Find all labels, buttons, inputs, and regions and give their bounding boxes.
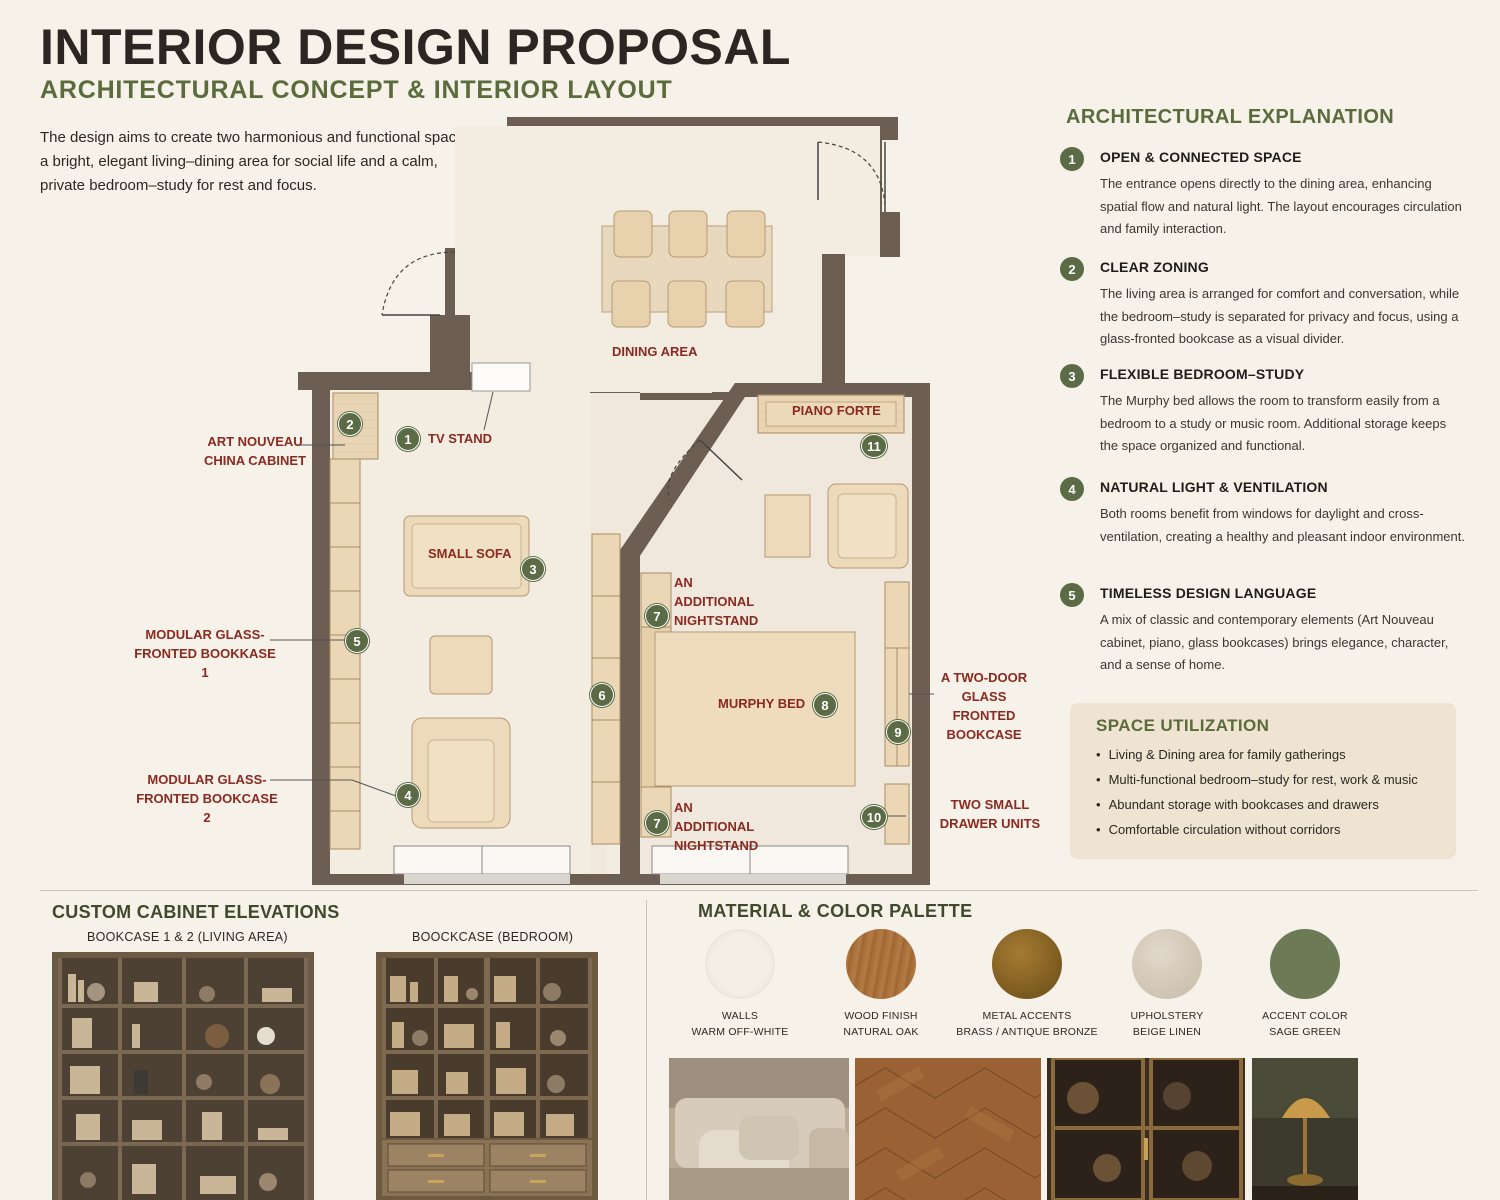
point-number: 5 xyxy=(1060,583,1084,607)
explanation-point-1: 1 OPEN & CONNECTED SPACE The entrance op… xyxy=(1060,147,1470,241)
label-small-sofa: SMALL SOFA xyxy=(428,546,512,561)
sofa-photo xyxy=(669,1058,849,1200)
label-murphy-bed: MURPHY BED xyxy=(718,696,806,711)
badge-8: 8 xyxy=(813,693,837,717)
swatch-name: WALLS xyxy=(721,1010,759,1022)
section-divider xyxy=(40,890,1478,891)
bedroom-bookcase-elevation xyxy=(376,952,598,1200)
point-heading: NATURAL LIGHT & VENTILATION xyxy=(1100,479,1328,495)
explanation-point-4: 4 NATURAL LIGHT & VENTILATION Both rooms… xyxy=(1060,477,1470,548)
point-text: The living area is arranged for comfort … xyxy=(1100,286,1460,346)
herringbone-floor-photo xyxy=(855,1058,1041,1200)
bedroom-bookcase-caption: BOOCKCASE (BEDROOM) xyxy=(412,930,574,944)
materials-title: MATERIAL & COLOR PALETTE xyxy=(698,901,973,921)
badge-9: 9 xyxy=(886,720,910,744)
point-text: The entrance opens directly to the dinin… xyxy=(1100,176,1462,236)
swatch-wood xyxy=(846,929,916,999)
bookcase-6 xyxy=(591,533,621,845)
label-nightstand-bottom: AN ADDITIONAL NIGHTSTAND xyxy=(674,800,759,853)
lamp-photo xyxy=(1252,1058,1358,1200)
swatch-walls-label: WALLS WARM OFF-WHITE xyxy=(665,1008,815,1040)
point-number: 2 xyxy=(1060,257,1084,281)
swatch-wood-label: WOOD FINISH NATURAL OAK xyxy=(806,1008,956,1040)
badge-1: 1 xyxy=(396,427,420,451)
list-item: Multi-functional bedroom–study for rest,… xyxy=(1096,767,1418,792)
swatch-desc: NATURAL OAK xyxy=(843,1026,919,1038)
swatch-name: ACCENT COLOR xyxy=(1262,1010,1348,1022)
label-dining-area: DINING AREA xyxy=(612,344,698,359)
point-heading: FLEXIBLE BEDROOM–STUDY xyxy=(1100,366,1305,382)
intro-paragraph: The design aims to create two harmonious… xyxy=(40,129,477,194)
label-bookcase-1: MODULAR GLASS- FRONTED BOOKKASE 1 xyxy=(134,627,276,680)
page-subtitle: ARCHITECTURAL CONCEPT & INTERIOR LAYOUT xyxy=(40,76,673,104)
swatch-desc: WARM OFF-WHITE xyxy=(691,1026,789,1038)
point-text: Both rooms benefit from windows for dayl… xyxy=(1100,506,1465,544)
section-divider-vertical xyxy=(646,900,647,1200)
swatch-desc: BRASS / ANTIQUE BRONZE xyxy=(956,1026,1098,1038)
living-bookcase-caption: BOOKCASE 1 & 2 (LIVING AREA) xyxy=(87,930,288,944)
label-nightstand-top: AN ADDITIONAL NIGHTSTAND xyxy=(674,575,759,628)
swatch-metal-label: METAL ACCENTS BRASS / ANTIQUE BRONZE xyxy=(952,1008,1102,1040)
badge-7-bottom: 7 xyxy=(645,811,669,835)
page-title: INTERIOR DESIGN PROPOSAL xyxy=(40,19,791,75)
living-bookcase-elevation xyxy=(52,952,314,1200)
point-text: The Murphy bed allows the room to transf… xyxy=(1100,393,1447,453)
list-item: Abundant storage with bookcases and draw… xyxy=(1096,792,1418,817)
swatch-walls xyxy=(705,929,775,999)
badge-5: 5 xyxy=(345,629,369,653)
swatch-name: UPHOLSTERY xyxy=(1130,1010,1204,1022)
swatch-upholstery xyxy=(1132,929,1202,999)
space-utilization-title: SPACE UTILIZATION xyxy=(1096,716,1270,735)
swatch-name: WOOD FINISH xyxy=(844,1010,918,1022)
swatch-metal xyxy=(992,929,1062,999)
badge-6: 6 xyxy=(590,683,614,707)
label-two-door-bookcase: A TWO-DOOR GLASS FRONTED BOOKCASE xyxy=(940,670,1028,742)
point-number: 4 xyxy=(1060,477,1084,501)
point-number: 3 xyxy=(1060,364,1084,388)
swatch-desc: BEIGE LINEN xyxy=(1132,1026,1202,1038)
badge-11: 11 xyxy=(861,434,887,458)
point-text: A mix of classic and contemporary elemen… xyxy=(1100,612,1449,672)
badge-2: 2 xyxy=(338,412,362,436)
label-piano: PIANO FORTE xyxy=(792,403,881,418)
label-china-cabinet: ART NOUVEAU CHINA CABINET xyxy=(203,434,307,468)
badge-3: 3 xyxy=(521,557,545,581)
point-heading: CLEAR ZONING xyxy=(1100,259,1209,275)
explanation-point-5: 5 TIMELESS DESIGN LANGUAGE A mix of clas… xyxy=(1060,583,1470,677)
point-number: 1 xyxy=(1060,147,1084,171)
explanation-point-3: 3 FLEXIBLE BEDROOM–STUDY The Murphy bed … xyxy=(1060,364,1470,458)
label-drawer-units: TWO SMALL DRAWER UNITS xyxy=(939,797,1041,831)
cabinets-title: CUSTOM CABINET ELEVATIONS xyxy=(52,902,340,922)
swatch-accent xyxy=(1270,929,1340,999)
label-bookcase-2: MODULAR GLASS- FRONTED BOOKCASE 2 xyxy=(136,772,278,825)
badge-7-top: 7 xyxy=(645,604,669,628)
list-item: Living & Dining area for family gatherin… xyxy=(1096,742,1418,767)
label-tv-stand: TV STAND xyxy=(428,431,493,446)
bookcase-1 xyxy=(329,458,361,850)
tv-stand xyxy=(471,362,531,392)
swatch-accent-label: ACCENT COLOR SAGE GREEN xyxy=(1230,1008,1380,1040)
explanation-point-2: 2 CLEAR ZONING The living area is arrang… xyxy=(1060,257,1470,351)
swatch-name: METAL ACCENTS xyxy=(982,1010,1072,1022)
point-heading: OPEN & CONNECTED SPACE xyxy=(1100,149,1302,165)
cabinet-detail-photo xyxy=(1047,1058,1245,1200)
badge-10: 10 xyxy=(861,805,887,829)
swatch-upholstery-label: UPHOLSTERY BEIGE LINEN xyxy=(1092,1008,1242,1040)
badge-4: 4 xyxy=(396,783,420,807)
explanation-title: ARCHITECTURAL EXPLANATION xyxy=(1066,106,1395,128)
swatch-desc: SAGE GREEN xyxy=(1269,1026,1341,1038)
floor-plan xyxy=(270,117,934,885)
point-heading: TIMELESS DESIGN LANGUAGE xyxy=(1100,585,1317,601)
space-utilization-list: Living & Dining area for family gatherin… xyxy=(1096,742,1418,842)
list-item: Comfortable circulation without corridor… xyxy=(1096,817,1418,842)
